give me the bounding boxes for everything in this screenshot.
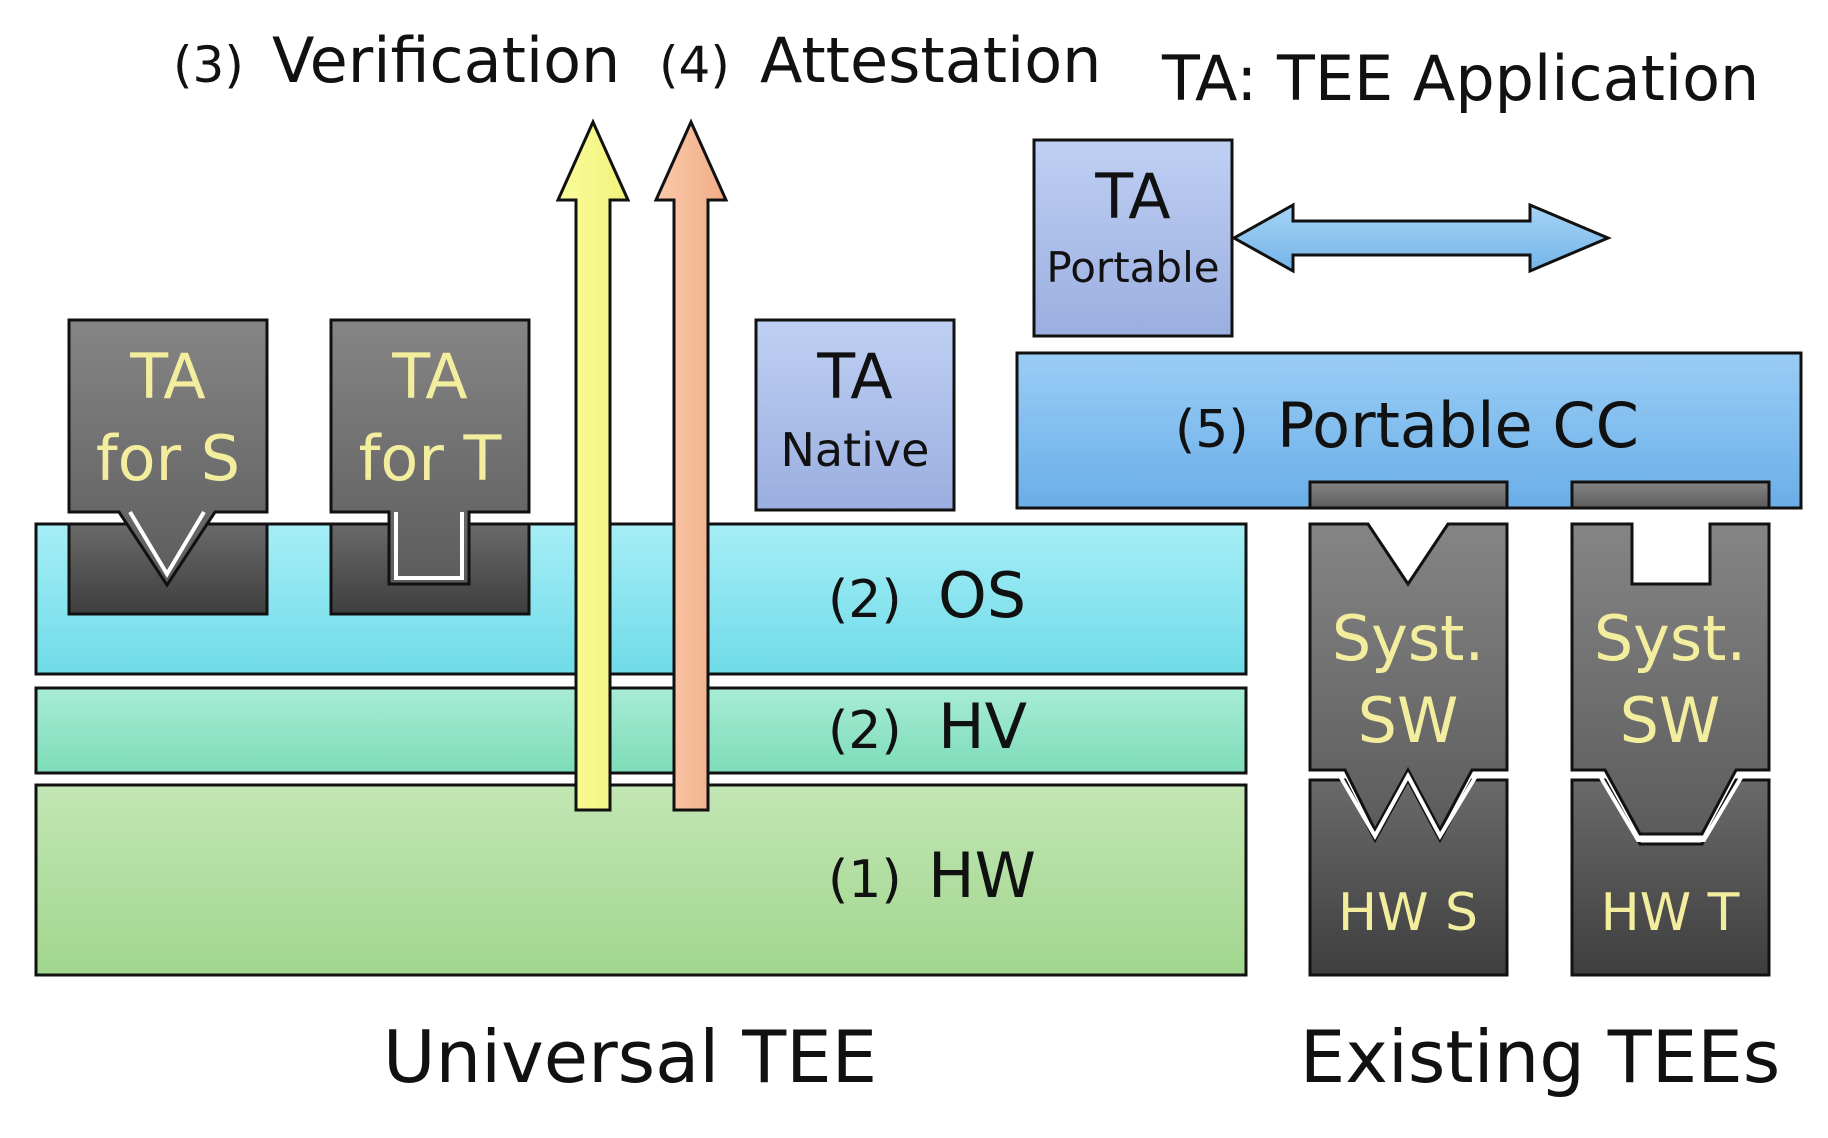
- portability-double-arrow: [1230, 202, 1612, 274]
- attestation-arrow: [653, 118, 729, 812]
- os-label: OS: [938, 559, 1026, 632]
- syst-sw-t-sublabel: SW: [1620, 684, 1721, 757]
- ta-native-box: [754, 318, 956, 512]
- hw-s-interface-w: [1338, 771, 1478, 841]
- ta-native-sublabel: Native: [781, 423, 930, 477]
- ta-for-s-interface-v: [128, 510, 206, 578]
- verification-arrow: [555, 118, 631, 812]
- ta-legend: TA: TEE Application: [1161, 42, 1759, 115]
- syst-sw-t-interface-u: [1636, 512, 1706, 580]
- syst-sw-s-label: Syst.: [1332, 602, 1484, 675]
- ta-native-label: TA: [816, 340, 892, 413]
- universal-tee-caption: Universal TEE: [383, 1015, 877, 1099]
- ta-for-t-interface-u: [394, 512, 464, 580]
- ta-for-t-sublabel: for T: [359, 422, 503, 495]
- existing-tees-caption: Existing TEEs: [1300, 1015, 1781, 1099]
- portable-cc-label: Portable CC: [1277, 389, 1639, 462]
- hw-label: HW: [928, 839, 1036, 912]
- syst-sw-s-top: [1308, 480, 1509, 510]
- portable-cc-number: (5): [1175, 400, 1249, 460]
- syst-sw-t-box: [1570, 522, 1771, 836]
- ta-portable-box: [1032, 138, 1234, 338]
- syst-sw-s-box: [1308, 522, 1509, 834]
- hw-number: (1): [828, 850, 902, 910]
- syst-sw-s-sublabel: SW: [1358, 684, 1459, 757]
- hw-t-label: HW T: [1601, 883, 1740, 943]
- existing-tee-s-column: [1308, 480, 1509, 977]
- ta-for-s-label: TA: [129, 340, 205, 413]
- hv-label: HV: [938, 690, 1027, 763]
- ta-for-t-upper: [329, 318, 531, 586]
- syst-sw-t-label: Syst.: [1594, 602, 1746, 675]
- hw-s-box: [1308, 776, 1509, 977]
- hw-s-label: HW S: [1338, 883, 1478, 943]
- attestation-label: Attestation: [760, 24, 1101, 97]
- verification-label: Verification: [272, 24, 620, 97]
- hv-number: (2): [828, 701, 902, 761]
- attestation-number: (4): [659, 36, 730, 94]
- hv-layer: [34, 686, 1248, 775]
- ta-for-s-upper: [67, 318, 269, 588]
- existing-tee-t-column: [1570, 480, 1771, 977]
- hw-t-interface-trough: [1598, 774, 1744, 842]
- syst-sw-t-top: [1570, 480, 1771, 510]
- ta-portable-sublabel: Portable: [1046, 243, 1219, 292]
- os-number: (2): [828, 570, 902, 630]
- ta-portable-label: TA: [1094, 160, 1170, 233]
- verification-number: (3): [173, 36, 244, 94]
- syst-sw-s-interface-v: [1374, 511, 1442, 579]
- ta-for-s-sublabel: for S: [96, 422, 240, 495]
- ta-for-t-label: TA: [391, 340, 467, 413]
- ta-for-t-box: [329, 318, 531, 616]
- hw-layer: [34, 783, 1248, 977]
- ta-for-s-box: [67, 318, 269, 616]
